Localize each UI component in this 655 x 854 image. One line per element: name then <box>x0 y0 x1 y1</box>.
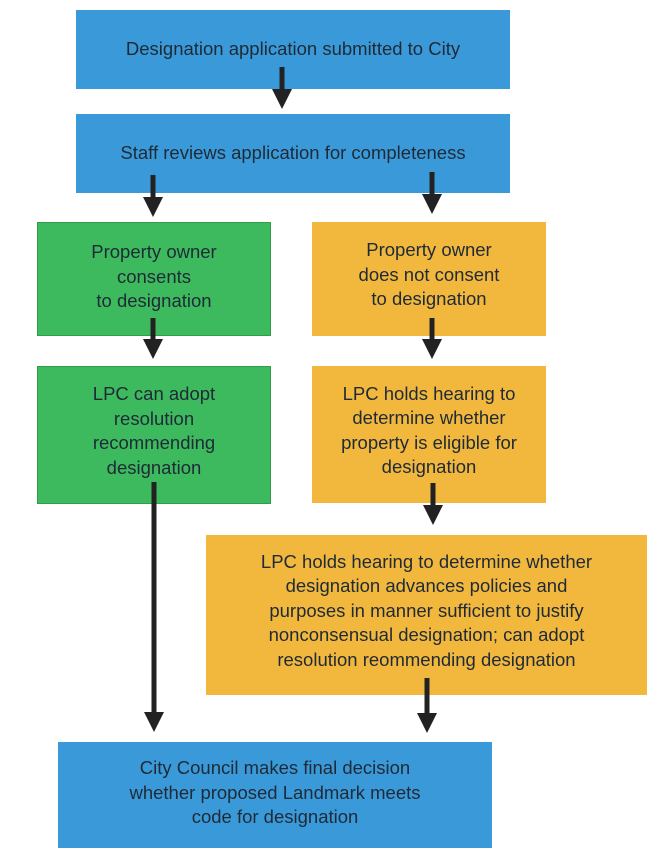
step-owner-does-not-consent: Property owner does not consent to desig… <box>312 222 546 336</box>
step-lpc-eligibility-hearing: LPC holds hearing to determine whether p… <box>312 366 546 503</box>
step-staff-review: Staff reviews application for completene… <box>76 114 510 193</box>
step-lpc-adopt-resolution: LPC can adopt resolution recommending de… <box>37 366 271 504</box>
step-city-council-decision: City Council makes final decision whethe… <box>58 742 492 848</box>
step-owner-consents: Property owner consents to designation <box>37 222 271 336</box>
step-lpc-policies-hearing: LPC holds hearing to determine whether d… <box>206 535 647 695</box>
step-application-submitted: Designation application submitted to Cit… <box>76 10 510 89</box>
